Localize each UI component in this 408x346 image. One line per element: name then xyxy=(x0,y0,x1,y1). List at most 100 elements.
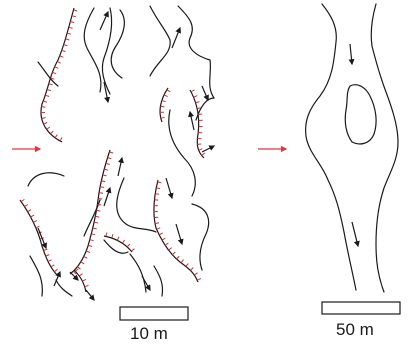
erosion-hatch-tick xyxy=(93,228,97,229)
erosion-hatch-tick xyxy=(43,101,47,102)
erosion-hatch-tick xyxy=(191,90,195,92)
flow-arrow xyxy=(202,146,214,152)
erosion-hatch-tick xyxy=(60,56,64,57)
erosion-bank xyxy=(70,150,110,274)
erosion-hatch-tick xyxy=(62,50,66,51)
erosion-hatch-tick xyxy=(25,205,28,207)
left-channel-network xyxy=(20,6,214,296)
erosion-hatch-tick xyxy=(160,106,164,107)
flow-arrow xyxy=(104,188,110,206)
erosion-bank xyxy=(160,88,168,122)
left-flow-arrows xyxy=(38,12,214,300)
erosion-hatch-tick xyxy=(164,95,168,97)
erosion-hatch-tick xyxy=(108,158,112,159)
erosion-bank xyxy=(154,180,198,282)
erosion-hatch-tick xyxy=(51,265,54,267)
erosion-hatch-tick xyxy=(47,127,50,129)
erosion-hatch-tick xyxy=(21,199,24,201)
erosion-hatch-tick xyxy=(177,256,180,259)
erosion-hatch-tick xyxy=(42,107,46,108)
erosion-hatch-tick xyxy=(112,234,113,238)
erosion-hatch-tick xyxy=(45,95,49,96)
erosion-bank xyxy=(41,8,74,142)
erosion-hatch-tick xyxy=(82,279,86,281)
erosion-hatch-tick xyxy=(106,163,110,164)
erosion-hatch-tick xyxy=(81,262,84,264)
scale-bar-rect xyxy=(120,307,188,320)
erosion-hatch-tick xyxy=(158,182,162,183)
erosion-hatch-tick xyxy=(106,233,107,237)
flow-arrow xyxy=(166,178,172,198)
erosion-hatch-tick xyxy=(199,149,203,151)
flow-arrow xyxy=(190,112,194,130)
erosion-hatch-tick xyxy=(72,16,76,17)
flow-arrow xyxy=(86,290,94,300)
erosion-hatch-tick xyxy=(97,205,101,206)
erosion-hatch-tick xyxy=(117,237,119,241)
erosion-hatch-tick xyxy=(28,210,32,212)
erosion-hatch-tick xyxy=(33,221,37,223)
erosion-hatch-tick xyxy=(79,274,82,276)
erosion-hatch-tick xyxy=(31,215,34,217)
erosion-hatch-tick xyxy=(161,117,165,118)
erosion-hatch-tick xyxy=(190,268,193,271)
erosion-hatch-tick xyxy=(60,138,62,142)
erosion-hatch-tick xyxy=(69,27,73,28)
erosion-hatch-tick xyxy=(186,263,189,266)
erosion-hatch-tick xyxy=(162,101,166,102)
bank-outline xyxy=(117,178,156,232)
erosion-hatch-tick xyxy=(162,238,165,240)
erosion-hatch-tick xyxy=(42,118,46,119)
channel-right-bank xyxy=(371,4,398,292)
erosion-hatch-tick xyxy=(197,279,201,281)
erosion-hatch-tick xyxy=(64,45,68,46)
erosion-hatch-tick xyxy=(90,240,94,241)
bank-outline xyxy=(111,10,124,78)
flow-arrow xyxy=(350,44,352,64)
erosion-hatch-tick xyxy=(84,257,88,259)
erosion-hatch-tick xyxy=(165,243,168,245)
erosion-hatch-tick xyxy=(167,90,170,92)
bank-outline xyxy=(192,204,209,270)
scale-label-left: 10 m xyxy=(130,324,168,343)
erosion-hatch-tick xyxy=(123,240,125,243)
erosion-hatch-tick xyxy=(57,61,61,63)
erosion-hatch-tick xyxy=(99,193,103,194)
bank-outline xyxy=(154,266,163,296)
bank-outline xyxy=(150,6,170,76)
erosion-hatch-tick xyxy=(194,96,198,98)
bank-outline xyxy=(30,256,42,296)
erosion-hatch-tick xyxy=(47,90,51,91)
erosion-hatch-tick xyxy=(156,188,160,189)
erosion-hatch-tick xyxy=(155,223,159,224)
bank-outline xyxy=(169,110,196,196)
erosion-hatch-tick xyxy=(55,67,59,69)
erosion-hatch-tick xyxy=(127,244,130,247)
erosion-hatch-tick xyxy=(54,269,57,272)
scale-label-right: 50 m xyxy=(336,320,374,339)
erosion-hatch-tick xyxy=(85,286,89,287)
erosion-hatch-tick xyxy=(88,245,92,246)
erosion-hatch-tick xyxy=(131,249,134,252)
erosion-hatch-tick xyxy=(49,84,53,85)
erosion-hatch-tick xyxy=(51,131,54,134)
bank-outline xyxy=(28,173,64,186)
channel-left-bank xyxy=(306,4,356,290)
erosion-hatch-tick xyxy=(104,169,108,170)
scale-bar-left: 10 m xyxy=(120,307,188,343)
erosion-hatch-tick xyxy=(96,210,100,211)
erosion-hatch-tick xyxy=(100,187,104,188)
erosion-hatch-tick xyxy=(48,260,52,262)
bank-outline xyxy=(130,254,146,292)
flow-arrow xyxy=(118,158,122,176)
erosion-hatch-tick xyxy=(198,132,202,133)
erosion-hatch-tick xyxy=(196,102,200,103)
bank-outline xyxy=(104,240,128,253)
erosion-hatch-tick xyxy=(46,255,50,257)
bank-outline xyxy=(84,8,101,92)
erosion-hatch-tick xyxy=(109,152,113,153)
erosion-hatch-tick xyxy=(44,123,48,125)
erosion-hatch-tick xyxy=(70,22,74,23)
flow-arrow xyxy=(202,86,208,100)
